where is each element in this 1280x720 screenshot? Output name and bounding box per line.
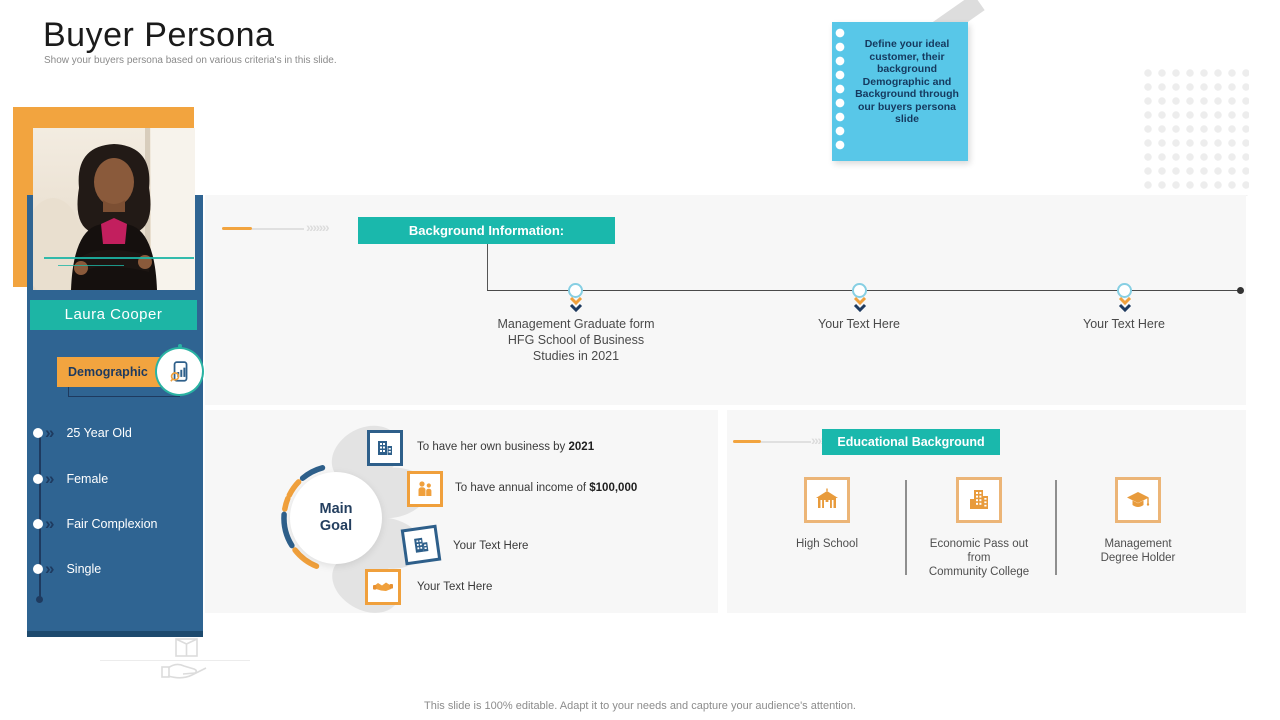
goal-item-label: To have annual income of $100,000 bbox=[455, 482, 638, 494]
timeline-connector bbox=[487, 244, 488, 290]
sticky-note: Define your ideal customer, their backgr… bbox=[832, 22, 968, 161]
demographic-item: Fair Complexion bbox=[33, 517, 157, 531]
demographic-connector-line bbox=[39, 433, 41, 599]
page-subtitle: Show your buyers persona based on variou… bbox=[44, 55, 337, 66]
dot-grid-decoration bbox=[1143, 68, 1249, 196]
demographic-item: 25 Year Old bbox=[33, 426, 132, 440]
people-icon bbox=[415, 479, 435, 499]
photo-teal-line-short bbox=[58, 265, 124, 266]
school-icon bbox=[814, 487, 840, 513]
timeline-point-label: Your Text Here bbox=[818, 317, 900, 331]
goal-item-badge bbox=[407, 471, 443, 507]
hand-box-watermark-icon bbox=[160, 636, 214, 691]
handshake-icon bbox=[372, 577, 394, 597]
timeline-node-icon bbox=[852, 283, 867, 298]
sticky-note-text: Define your ideal customer, their backgr… bbox=[855, 38, 959, 125]
page-title: Buyer Persona bbox=[43, 16, 275, 54]
timeline-end-dot bbox=[1237, 287, 1244, 294]
education-item-badge bbox=[1115, 477, 1161, 523]
bullet-dot-icon bbox=[33, 564, 43, 574]
graduation-cap-icon bbox=[1125, 487, 1151, 513]
education-header: Educational Background bbox=[822, 429, 1000, 455]
education-item-label: High School bbox=[795, 538, 858, 550]
goal-item-badge bbox=[400, 524, 442, 566]
persona-photo bbox=[33, 128, 195, 290]
education-item-badge bbox=[956, 477, 1002, 523]
goal-item-badge bbox=[365, 569, 401, 605]
bullet-dot-icon bbox=[33, 428, 43, 438]
sticky-note-holes bbox=[835, 28, 849, 154]
vertical-divider bbox=[905, 480, 907, 575]
vertical-divider bbox=[1055, 480, 1057, 575]
arrow-chevrons-icon bbox=[306, 219, 328, 235]
footer-note: This slide is 100% editable. Adapt it to… bbox=[424, 700, 856, 712]
watermark-line bbox=[100, 660, 250, 661]
timeline-node-icon bbox=[1117, 283, 1132, 298]
bullet-dot-icon bbox=[33, 474, 43, 484]
chevron-right-icon bbox=[45, 519, 52, 529]
education-item-label: Management Degree Holder bbox=[1100, 538, 1176, 564]
chevron-down-icon bbox=[853, 296, 867, 313]
timeline-node-icon bbox=[568, 283, 583, 298]
chevron-right-icon bbox=[45, 428, 52, 438]
persona-name: Laura Cooper bbox=[30, 300, 197, 330]
main-goal-title: Main Goal bbox=[319, 501, 353, 534]
goal-item-badge bbox=[367, 430, 403, 466]
goal-item-label: Your Text Here bbox=[453, 540, 529, 552]
main-goal-circle: Main Goal bbox=[290, 472, 382, 564]
office-building-icon bbox=[410, 534, 433, 557]
timeline-point-label: Management Graduate form HFG School of B… bbox=[497, 317, 655, 363]
chevron-down-icon bbox=[1118, 296, 1132, 313]
demographic-connector-end-dot bbox=[36, 596, 43, 603]
chevron-down-icon bbox=[569, 296, 583, 313]
dashed-arc-decoration bbox=[277, 459, 395, 582]
building-icon bbox=[375, 438, 395, 458]
chevron-right-icon bbox=[45, 474, 52, 484]
badge-dot-decoration bbox=[178, 344, 182, 348]
phone-analytics-icon bbox=[168, 360, 192, 384]
photo-teal-line bbox=[44, 257, 194, 259]
education-item-badge bbox=[804, 477, 850, 523]
timeline-header: Background Information: bbox=[358, 217, 615, 244]
education-item-label: Economic Pass out from Community College bbox=[928, 538, 1030, 578]
demographic-badge bbox=[157, 349, 202, 394]
goal-item-label: Your Text Here bbox=[417, 581, 493, 593]
demographic-item: Single bbox=[33, 562, 101, 576]
goal-item-label: To have her own business by 2021 bbox=[417, 441, 595, 453]
timeline-point-label: Your Text Here bbox=[1083, 317, 1165, 331]
chevron-right-icon bbox=[45, 564, 52, 574]
college-icon bbox=[966, 487, 992, 513]
demographic-item: Female bbox=[33, 472, 108, 486]
bullet-dot-icon bbox=[33, 519, 43, 529]
